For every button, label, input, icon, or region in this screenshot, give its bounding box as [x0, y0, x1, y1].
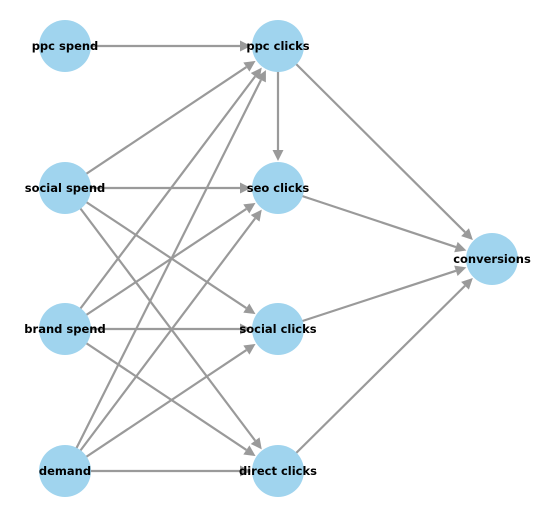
- edge-line: [64, 75, 257, 330]
- arrowhead-icon: [243, 445, 256, 457]
- arrowhead-icon: [243, 343, 256, 355]
- arrowhead-icon: [240, 465, 251, 477]
- node-circle: [252, 20, 304, 72]
- arrowhead-icon: [272, 150, 284, 161]
- arrowhead-icon: [240, 323, 251, 335]
- node-conversions: conversions: [453, 233, 531, 285]
- node-circle: [39, 445, 91, 497]
- arrowhead-icon: [243, 60, 256, 72]
- arrowhead-icon: [250, 209, 262, 222]
- node-label: social spend: [25, 181, 106, 195]
- arrowhead-icon: [461, 228, 473, 240]
- edge-ppc-clicks-to-conversions: [277, 45, 473, 240]
- arrowhead-icon: [243, 202, 256, 214]
- node-ppc-spend: ppc spend: [32, 20, 99, 72]
- arrowhead-icon: [240, 182, 251, 194]
- node-circle: [39, 162, 91, 214]
- edge-brand-spend-to-direct-clicks: [64, 328, 256, 457]
- node-ppc-clicks: ppc clicks: [246, 20, 310, 72]
- arrowhead-icon: [250, 437, 262, 450]
- edge-brand-spend-to-seo-clicks: [64, 202, 256, 330]
- node-label: demand: [39, 464, 91, 478]
- edge-line: [64, 79, 262, 472]
- edge-line: [64, 187, 247, 309]
- edges-layer: [64, 40, 473, 477]
- edge-social-clicks-to-conversions: [277, 265, 467, 331]
- node-label: brand spend: [24, 322, 105, 336]
- node-label: conversions: [453, 252, 531, 266]
- edge-line: [64, 208, 247, 330]
- edge-demand-to-ppc-clicks: [64, 70, 266, 472]
- edge-demand-to-social-clicks: [64, 343, 256, 472]
- arrowhead-icon: [256, 70, 266, 83]
- node-label: ppc spend: [32, 39, 99, 53]
- edge-line: [64, 349, 247, 472]
- node-label: direct clicks: [239, 464, 317, 478]
- arrowhead-icon: [240, 40, 251, 52]
- edge-brand-spend-to-social-clicks: [65, 323, 251, 335]
- edge-line: [64, 217, 257, 472]
- node-direct-clicks: direct clicks: [239, 445, 317, 497]
- edge-line: [277, 284, 466, 472]
- arrowhead-icon: [454, 241, 467, 253]
- arrowhead-icon: [454, 265, 467, 277]
- edge-brand-spend-to-ppc-clicks: [64, 67, 262, 330]
- edge-line: [277, 45, 466, 233]
- edge-line: [64, 187, 257, 442]
- edge-social-spend-to-ppc-clicks: [64, 60, 256, 189]
- edge-line: [277, 186, 457, 249]
- arrowhead-icon: [461, 278, 473, 290]
- edge-ppc-spend-to-ppc-clicks: [65, 40, 251, 52]
- arrowhead-icon: [243, 303, 256, 315]
- node-circle: [252, 445, 304, 497]
- edge-demand-to-direct-clicks: [65, 465, 251, 477]
- node-brand-spend: brand spend: [24, 303, 106, 355]
- edge-line: [64, 328, 247, 451]
- edge-line: [64, 66, 247, 189]
- edge-social-spend-to-seo-clicks: [65, 182, 251, 194]
- node-circle: [39, 303, 91, 355]
- edge-direct-clicks-to-conversions: [277, 278, 473, 472]
- edge-demand-to-seo-clicks: [64, 209, 262, 472]
- node-seo-clicks: seo clicks: [247, 162, 310, 214]
- node-demand: demand: [39, 445, 91, 497]
- edge-social-spend-to-direct-clicks: [64, 187, 262, 450]
- node-social-clicks: social clicks: [239, 303, 317, 355]
- node-circle: [252, 162, 304, 214]
- edge-seo-clicks-to-conversions: [277, 186, 467, 253]
- node-circle: [39, 20, 91, 72]
- node-circle: [252, 303, 304, 355]
- nodes-layer: ppc spend social spend brand spend demand pp…: [24, 20, 531, 497]
- node-label: social clicks: [239, 322, 316, 336]
- edge-social-spend-to-social-clicks: [64, 187, 256, 315]
- node-social-spend: social spend: [25, 162, 106, 214]
- node-circle: [466, 233, 518, 285]
- edge-line: [277, 269, 457, 331]
- node-label: ppc clicks: [246, 39, 309, 53]
- node-label: seo clicks: [247, 181, 310, 195]
